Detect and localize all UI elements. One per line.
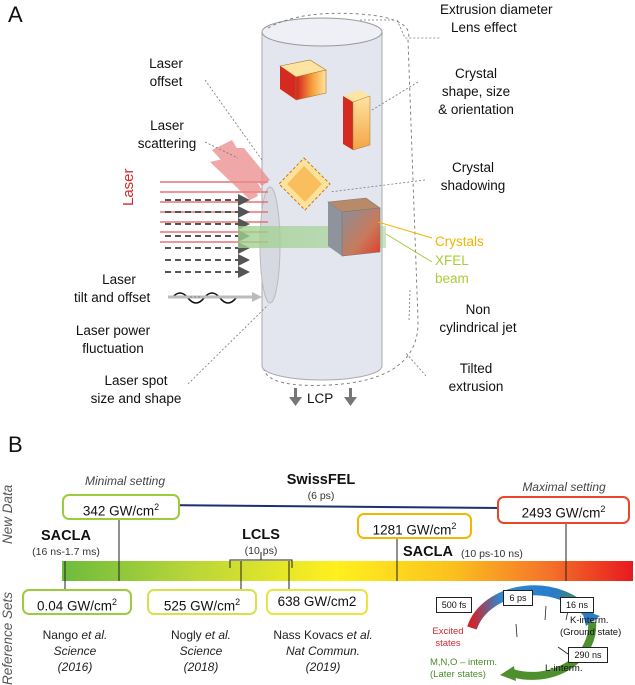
annotation-laser-tilt-1: Laser	[102, 272, 136, 287]
annotation-crystal-shadowing-1: Crystal	[451, 160, 494, 175]
annotation-lcp: LCP	[307, 391, 334, 406]
box-2493: 2493 GW/cm2	[497, 496, 630, 524]
panel-b-label: B	[8, 432, 23, 457]
annotation-laser-scattering-1: Laser	[150, 118, 184, 133]
ref-nango-journal: Science	[53, 644, 97, 658]
annotation-crystal-shape-1: Crystal	[454, 66, 497, 81]
box-004: 0.04 GW/cm2	[22, 589, 132, 615]
box-638: 638 GW/cm2	[266, 589, 368, 615]
later-2: (Later states)	[430, 669, 486, 680]
crystal-hit	[327, 197, 381, 257]
intensity-gradient-bar	[62, 561, 633, 581]
annotation-power-2: fluctuation	[82, 341, 144, 356]
crystal-top	[279, 59, 327, 101]
annotation-laser-offset-1: Laser	[149, 56, 183, 71]
sacla-right-label: SACLA	[403, 544, 453, 560]
ref-nango-year: (2016)	[57, 660, 93, 674]
l-interm: L-interm.	[545, 663, 583, 674]
annotation-tilted-1: Tilted	[459, 361, 493, 376]
leader-lines	[187, 19, 440, 385]
k-interm-2: (Ground state)	[560, 627, 622, 638]
ref-nogly: Nogly et al.	[170, 628, 232, 642]
annotation-non-cyl-1: Non	[465, 302, 491, 317]
box-1281: 1281 GW/cm2	[357, 513, 472, 539]
box-525: 525 GW/cm2	[147, 589, 257, 615]
sacla-left-label: SACLA	[41, 528, 91, 544]
annotation-crystals: Crystals	[435, 234, 484, 249]
annotation-non-cyl-2: cylindrical jet	[439, 320, 517, 335]
bar-ticks	[64, 517, 567, 592]
tag-6ps: 6 ps	[503, 590, 533, 606]
ref-nango: Nango et al.	[42, 628, 108, 642]
ref-nass: Nass Kovacs et al.	[273, 628, 373, 642]
annotation-laser-offset-2: offset	[149, 74, 183, 89]
lcls-bracket	[229, 552, 293, 568]
swissfel-label: SwissFEL	[286, 472, 356, 488]
side-label-reference-sets: Reference Sets	[0, 591, 15, 685]
ref-nass-year: (2019)	[305, 660, 341, 674]
annotation-power-1: Laser power	[75, 323, 151, 338]
annotation-crystal-shadowing-2: shadowing	[440, 178, 506, 193]
side-label-new-data: New Data	[0, 484, 15, 544]
lcls-label: LCLS	[242, 527, 280, 543]
excited-2: states	[435, 638, 461, 649]
annotation-crystal-shape-2: shape, size	[441, 84, 511, 99]
maximal-setting-label: Maximal setting	[522, 480, 606, 494]
annotation-spot-1: Laser spot	[104, 373, 168, 388]
annotation-extrusion-diameter: Extrusion diameter	[440, 2, 553, 17]
annotation-laser-vertical: Laser	[120, 168, 137, 206]
minimal-setting-label: Minimal setting	[84, 474, 166, 488]
sacla-right-sub: (10 ps-10 ns)	[461, 548, 523, 560]
ref-nogly-journal: Science	[179, 644, 223, 658]
later-1: M,N,O – interm.	[430, 657, 498, 668]
laser-scattering-arrows	[210, 140, 270, 200]
ref-nass-journal: Nat Commun.	[285, 644, 361, 658]
sacla-left-sub: (16 ns-1.7 ms)	[32, 546, 100, 558]
xfel-leader	[385, 233, 433, 263]
swissfel-line	[154, 504, 501, 509]
lcp-arrows	[289, 388, 357, 406]
box-342: 342 GW/cm2	[62, 494, 180, 520]
crystal-shadowing	[278, 157, 331, 211]
crystal-vertical	[343, 90, 371, 151]
annotation-lens-effect: Lens effect	[451, 20, 517, 35]
k-interm-1: K-interm.	[570, 615, 609, 626]
lcls-sub: (10 ps)	[244, 545, 278, 557]
tag-16ns: 16 ns	[560, 597, 594, 613]
swissfel-sub: (6 ps)	[307, 490, 335, 502]
annotation-xfel-1: XFEL	[435, 253, 469, 268]
annotation-laser-tilt-2: tilt and offset	[74, 290, 151, 305]
annotation-xfel-2: beam	[435, 271, 469, 286]
excited-1: Excited	[432, 626, 464, 637]
annotation-tilted-2: extrusion	[448, 379, 504, 394]
laser-dashed-arrows	[165, 199, 238, 273]
annotation-laser-scattering-2: scattering	[137, 136, 197, 151]
crystals-leader	[377, 221, 433, 239]
ref-nogly-year: (2018)	[183, 660, 219, 674]
panel-a-label: A	[8, 2, 23, 27]
tag-500fs: 500 fs	[436, 597, 472, 613]
annotation-crystal-shape-3: & orientation	[438, 102, 514, 117]
tag-290ns: 290 ns	[568, 647, 608, 663]
annotation-spot-2: size and shape	[90, 391, 182, 406]
